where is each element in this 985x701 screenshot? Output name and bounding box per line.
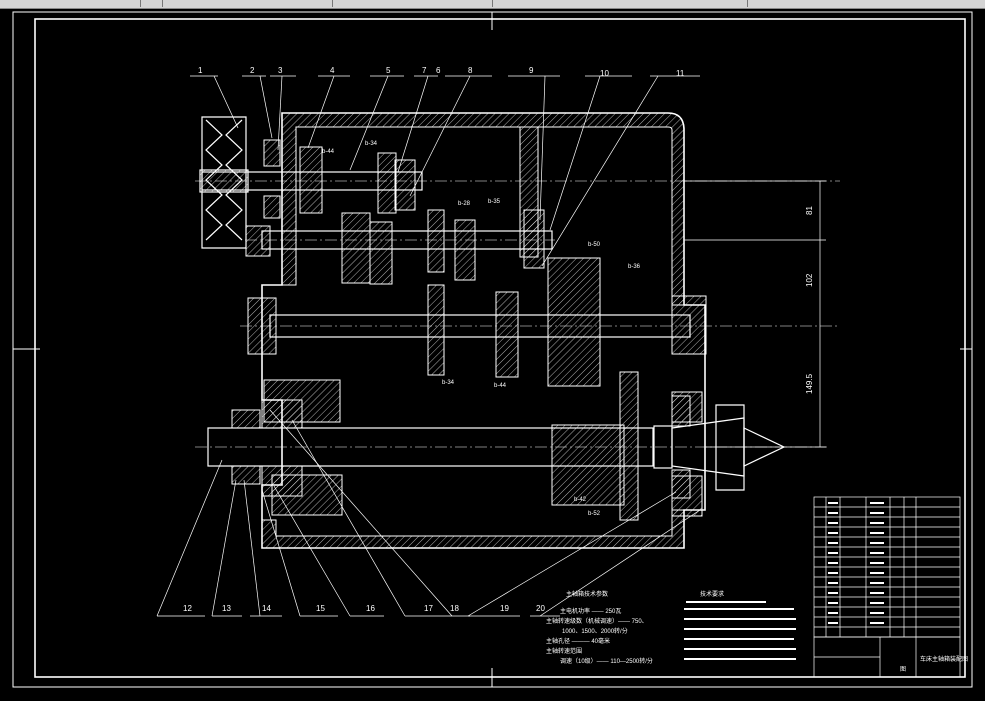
gear-tag: b-34 <box>442 380 455 386</box>
spec-line: 主电机功率 —— 250瓦 <box>560 607 621 615</box>
gear-tag: b-50 <box>588 242 601 248</box>
toolbar-segment[interactable] <box>492 0 748 7</box>
part-number: 3 <box>278 66 283 75</box>
part-number: 17 <box>424 604 433 613</box>
dimension-label: 102 <box>805 273 814 287</box>
part-numbers-top: 1 2 3 4 5 6 7 8 9 10 11 <box>198 66 685 78</box>
gears <box>299 146 625 506</box>
leaders-bottom <box>156 409 701 617</box>
part-number: 5 <box>386 66 391 75</box>
part-numbers-bottom: 12 13 14 15 16 17 18 19 20 <box>183 604 545 613</box>
spec-line: 调速（10级）—— 110—2500转/分 <box>560 657 653 665</box>
dimension-label: 149.5 <box>805 373 814 394</box>
part-number: 1 <box>198 66 203 75</box>
part-number: 6 <box>436 66 441 75</box>
part-number: 10 <box>600 69 609 78</box>
dimension-lines <box>684 180 826 448</box>
spec-block: 主轴箱技术参数 主电机功率 —— 250瓦 主轴转速级数（机械调速）—— 750… <box>546 590 653 665</box>
cad-drawing-canvas[interactable]: 81 102 149.5 b-44 b-34 b-28 b-35 b-50 b-… <box>0 8 985 701</box>
gear-tag: b-35 <box>488 199 501 205</box>
gear-tag: b-42 <box>574 497 587 503</box>
toolbar-segment[interactable] <box>162 0 333 7</box>
part-number: 4 <box>330 66 335 75</box>
frame-center-marks <box>13 12 972 687</box>
part-number: 19 <box>500 604 509 613</box>
toolbar-segment[interactable] <box>0 0 141 7</box>
part-number: 14 <box>262 604 271 613</box>
title-block-drawing-name: 车床主轴箱装配图 <box>920 655 968 663</box>
title-block-sheet: 图 <box>900 666 906 673</box>
part-number: 15 <box>316 604 325 613</box>
tech-notes-title: 技术要求 <box>700 590 724 598</box>
spec-line: 主轴转速范围 <box>546 647 582 655</box>
part-number: 18 <box>450 604 459 613</box>
gear-tag: b-34 <box>365 141 378 147</box>
gear-tag: b-28 <box>458 201 471 207</box>
gear-tag: b-52 <box>588 511 601 517</box>
gear-tags: b-44 b-34 b-28 b-35 b-50 b-36 b-34 b-44 … <box>322 141 641 517</box>
part-number: 11 <box>676 69 685 78</box>
toolbar-segment[interactable] <box>332 0 493 7</box>
part-number: 13 <box>222 604 231 613</box>
toolbar-segment[interactable] <box>140 0 163 7</box>
window-toolbar-strip <box>0 0 985 9</box>
spec-line: 主轴孔径 ——— 40毫米 <box>546 637 610 645</box>
part-number: 20 <box>536 604 545 613</box>
part-number: 8 <box>468 66 473 75</box>
gearbox-housing <box>261 112 707 549</box>
leaders-top <box>190 75 700 267</box>
part-number: 9 <box>529 66 534 75</box>
gear-tag: b-44 <box>494 383 507 389</box>
parts-list-entries <box>828 502 884 624</box>
part-number: 2 <box>250 66 255 75</box>
spec-title: 主轴箱技术参数 <box>566 590 608 598</box>
spec-line: 主轴转速级数（机械调速）—— 750、 <box>546 617 648 625</box>
parts-list-table <box>813 496 961 678</box>
gear-tag: b-36 <box>628 264 641 270</box>
spec-line: 1000、1500、2000转/分 <box>562 627 628 635</box>
part-number: 16 <box>366 604 375 613</box>
dimension-label: 81 <box>805 206 814 215</box>
bearings <box>231 139 691 499</box>
part-number: 12 <box>183 604 192 613</box>
inner-frame <box>34 18 966 678</box>
drive-pulley <box>199 116 249 249</box>
tech-notes: 技术要求 <box>684 590 796 660</box>
gear-tag: b-44 <box>322 149 335 155</box>
part-number: 7 <box>422 66 427 75</box>
